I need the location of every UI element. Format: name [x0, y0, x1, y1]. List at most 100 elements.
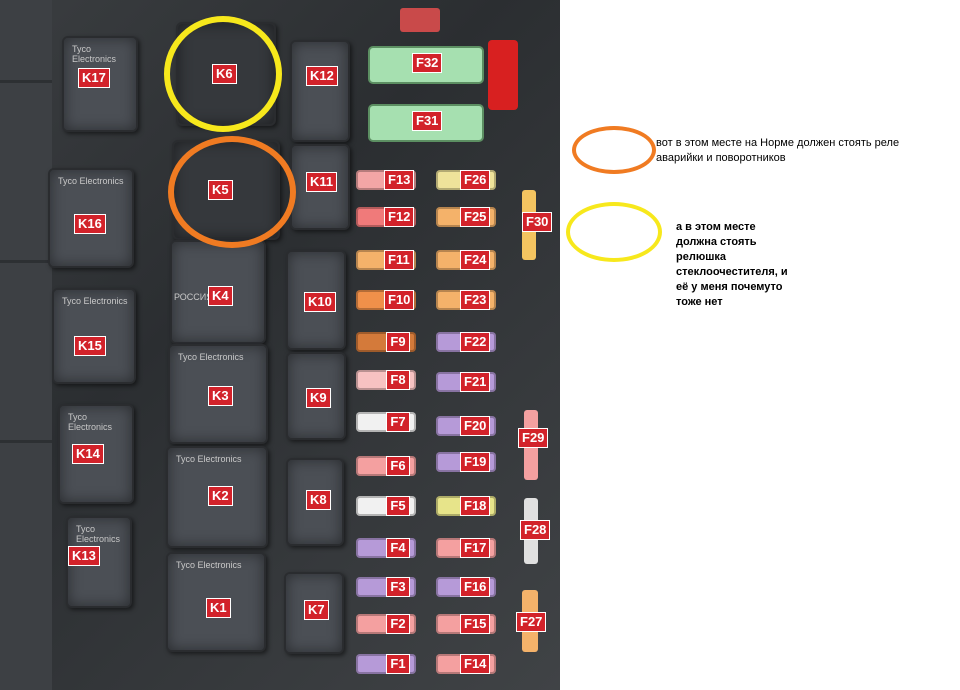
relay-k4: РОССИЯ K4 — [170, 240, 266, 344]
relay-label-k1: K1 — [206, 598, 231, 618]
fuse-f28: F28 — [520, 498, 551, 564]
fuse-f2: F2 — [356, 614, 416, 634]
fuse-f6: F6 — [356, 456, 416, 476]
fuse-label-f8: F8 — [386, 370, 410, 390]
relay-k1: Tyco Electronics K1 — [166, 552, 266, 652]
connector-top — [400, 8, 440, 32]
fuse-f7: F7 — [356, 412, 416, 432]
fuse-f19: F19 — [436, 452, 496, 472]
relay-label-k9: K9 — [306, 388, 331, 408]
relay-label-k16: K16 — [74, 214, 106, 234]
fuse-label-f16: F16 — [460, 577, 491, 597]
fuse-f14: F14 — [436, 654, 496, 674]
orange-annotation-text: вот в этом месте на Норме должен стоять … — [656, 137, 900, 164]
fuse-f23: F23 — [436, 290, 496, 310]
relay-k7: K7 — [284, 572, 344, 654]
orange-legend-ring — [572, 126, 656, 174]
fuse-f25: F25 — [436, 207, 496, 227]
relay-k2: Tyco Electronics K2 — [166, 446, 268, 548]
relay-k9: K9 — [286, 352, 346, 440]
fuse-f11: F11 — [356, 250, 416, 270]
left-panel — [0, 0, 52, 690]
relay-k3: Tyco Electronics K3 — [168, 344, 268, 444]
fuse-f18: F18 — [436, 496, 496, 516]
fuse-label-f27: F27 — [516, 612, 547, 632]
relay-label-k8: K8 — [306, 490, 331, 510]
relay-label-k3: K3 — [208, 386, 233, 406]
maxi-fuse-f32: F32 — [368, 46, 484, 84]
fuse-label-f7: F7 — [386, 412, 410, 432]
relay-label-k4: K4 — [208, 286, 233, 306]
yellow-annotation-text: а в этом месте должна стоять релюшка сте… — [676, 221, 788, 308]
fuse-f21: F21 — [436, 372, 496, 392]
relay-label-k17: K17 — [78, 68, 110, 88]
relay-k13: Tyco Electronics K13 — [66, 516, 132, 608]
fuse-f17: F17 — [436, 538, 496, 558]
relay-k4-text: РОССИЯ — [174, 292, 213, 302]
fuse-label-f28: F28 — [520, 520, 551, 540]
relay-label-k14: K14 — [72, 444, 104, 464]
fuse-f1: F1 — [356, 654, 416, 674]
fuse-label-f20: F20 — [460, 416, 491, 436]
fuse-f20: F20 — [436, 416, 496, 436]
fuse-f22: F22 — [436, 332, 496, 352]
fuse-f4: F4 — [356, 538, 416, 558]
fuse-f8: F8 — [356, 370, 416, 390]
relay-k12: K12 — [290, 40, 350, 142]
panel-stripe — [0, 80, 52, 83]
red-cover — [488, 40, 518, 110]
fuse-f30: F30 — [522, 190, 553, 260]
fuse-label-f21: F21 — [460, 372, 491, 392]
fuse-label-f4: F4 — [386, 538, 410, 558]
relay-k14: Tyco Electronics K14 — [58, 404, 134, 504]
relay-label-k10: K10 — [304, 292, 336, 312]
relay-brand: Tyco Electronics — [76, 524, 121, 544]
fuse-label-f24: F24 — [460, 250, 491, 270]
relay-label-k2: K2 — [208, 486, 233, 506]
fuse-f16: F16 — [436, 577, 496, 597]
relay-k16: Tyco Electronics K16 — [48, 168, 134, 268]
relay-brand: Tyco Electronics — [72, 44, 117, 64]
relay-brand: Tyco Electronics — [68, 412, 113, 432]
fuse-f29: F29 — [518, 410, 549, 480]
fuse-label-f18: F18 — [460, 496, 491, 516]
fuse-label-f9: F9 — [386, 332, 410, 352]
fuse-label-f6: F6 — [386, 456, 410, 476]
fuse-label-f13: F13 — [384, 170, 415, 190]
fuse-label-f26: F26 — [460, 170, 491, 190]
fuse-f26: F26 — [436, 170, 496, 190]
fuse-label-f23: F23 — [460, 290, 491, 310]
fuse-label-f2: F2 — [386, 614, 410, 634]
fuse-f5: F5 — [356, 496, 416, 516]
fuse-f12: F12 — [356, 207, 416, 227]
fuse-f3: F3 — [356, 577, 416, 597]
fuse-label-f22: F22 — [460, 332, 491, 352]
fuse-f15: F15 — [436, 614, 496, 634]
fuse-label-f12: F12 — [384, 207, 415, 227]
maxi-fuse-f31: F31 — [368, 104, 484, 142]
relay-brand: Tyco Electronics — [176, 560, 242, 570]
relay-k8: K8 — [286, 458, 344, 546]
fuse-label-f29: F29 — [518, 428, 549, 448]
fuse-label-f14: F14 — [460, 654, 491, 674]
relay-k11: K11 — [290, 144, 350, 230]
relay-brand: Tyco Electronics — [178, 352, 244, 362]
fuse-label-f5: F5 — [386, 496, 410, 516]
panel-stripe — [0, 440, 52, 443]
relay-label-k13: K13 — [68, 546, 100, 566]
relay-brand: Tyco Electronics — [176, 454, 242, 464]
yellow-legend-ring — [566, 202, 662, 262]
relay-label-k15: K15 — [74, 336, 106, 356]
fuse-label-f1: F1 — [386, 654, 410, 674]
fuse-label-f11: F11 — [384, 250, 414, 270]
fuse-f9: F9 — [356, 332, 416, 352]
relay-label-k7: K7 — [304, 600, 329, 620]
orange-highlight-ring — [168, 136, 296, 248]
fuse-label-f32: F32 — [412, 53, 443, 73]
fuse-f24: F24 — [436, 250, 496, 270]
panel-stripe — [0, 260, 52, 263]
fuse-label-f19: F19 — [460, 452, 491, 472]
fuse-label-f17: F17 — [460, 538, 491, 558]
fuse-label-f3: F3 — [386, 577, 410, 597]
relay-brand: Tyco Electronics — [62, 296, 128, 306]
